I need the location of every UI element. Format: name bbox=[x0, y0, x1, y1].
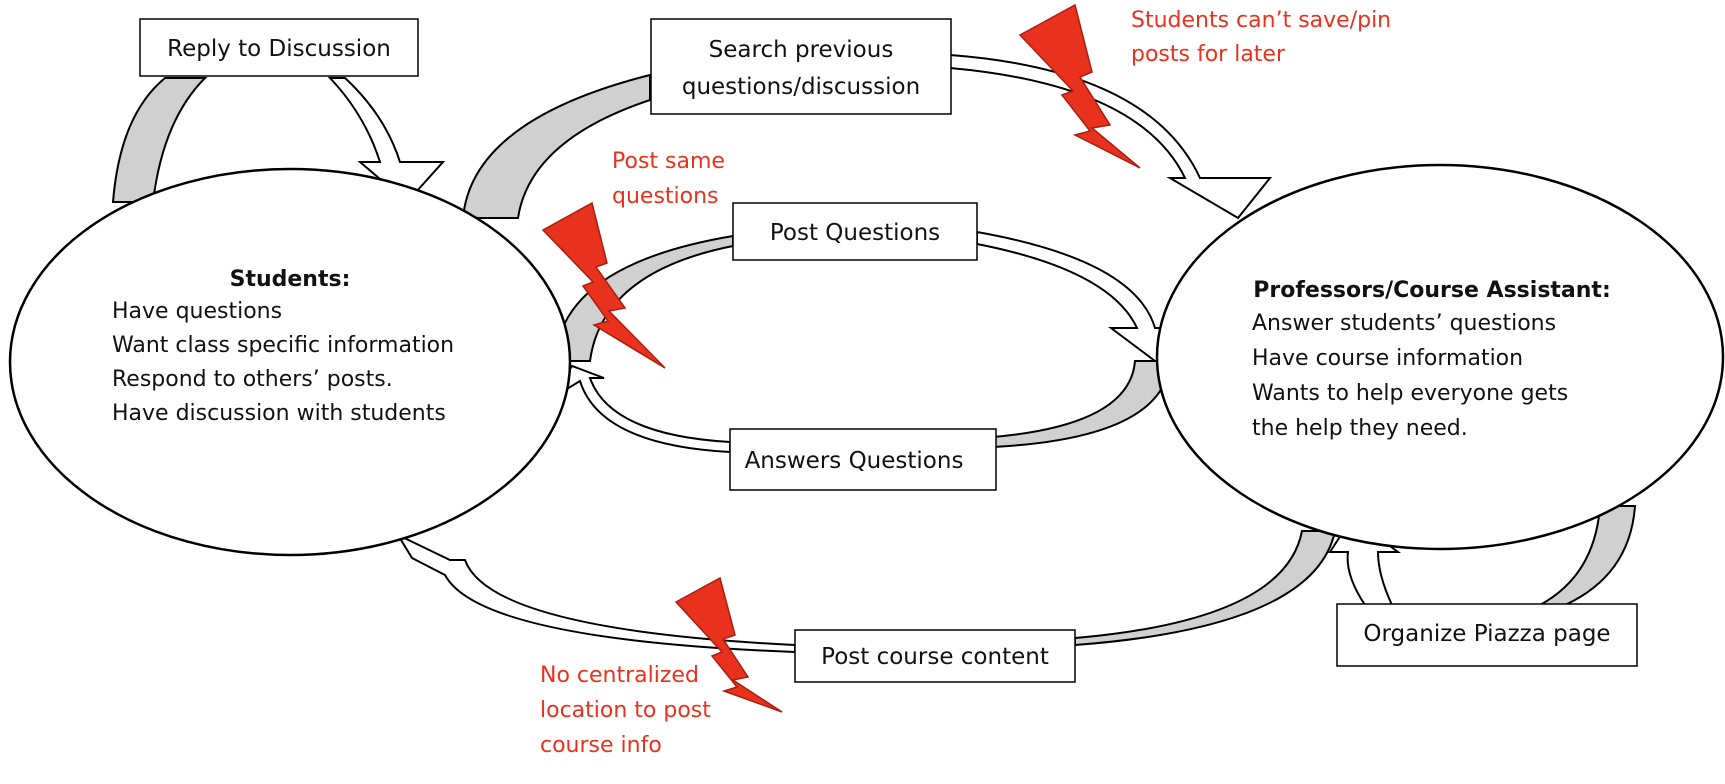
search-previous-label-line1: Search previous bbox=[709, 37, 894, 63]
search-head-arrow bbox=[949, 53, 1273, 220]
search-previous-box: Search previous questions/discussion bbox=[650, 18, 952, 115]
staff-item: Have course information bbox=[1252, 346, 1523, 371]
post-course-content-box: Post course content bbox=[794, 629, 1076, 683]
answers-questions-label: Answers Questions bbox=[745, 448, 964, 474]
pain-no-central-line2: location to post bbox=[540, 698, 711, 723]
staff-item: the help they need. bbox=[1252, 416, 1468, 441]
students-item: Want class specific information bbox=[112, 333, 454, 358]
post-questions-label: Post Questions bbox=[770, 220, 940, 246]
staff-item: Answer students’ questions bbox=[1252, 311, 1556, 336]
students-item: Respond to others’ posts. bbox=[112, 367, 393, 392]
pain-save-pin-line1: Students can’t save/pin bbox=[1131, 8, 1391, 33]
post-questions-head-arrow bbox=[976, 230, 1182, 366]
reply-discussion-box: Reply to Discussion bbox=[139, 18, 419, 77]
pain-no-central-line3: course info bbox=[540, 733, 662, 758]
students-title: Students: bbox=[230, 267, 351, 292]
lightning-bolt-icon bbox=[674, 576, 783, 713]
pain-no-central-line1: No centralized bbox=[540, 663, 699, 688]
search-previous-label-line2: questions/discussion bbox=[682, 74, 920, 100]
post-questions-box: Post Questions bbox=[732, 202, 978, 261]
search-tail-arrow bbox=[461, 73, 651, 219]
students-item: Have questions bbox=[112, 299, 282, 324]
organize-page-label: Organize Piazza page bbox=[1363, 621, 1610, 647]
lightning-bolt-icon bbox=[541, 201, 666, 369]
post-course-content-label: Post course content bbox=[821, 644, 1049, 670]
students-ellipse bbox=[8, 167, 572, 557]
course-content-tail-arrow bbox=[1074, 530, 1337, 647]
lightning-bolt-icon bbox=[1018, 3, 1141, 169]
answers-head-arrow bbox=[551, 364, 731, 454]
pain-same-questions-line1: Post same bbox=[612, 149, 725, 174]
staff-ellipse bbox=[1155, 163, 1725, 551]
course-content-head-arrow bbox=[395, 532, 796, 654]
reply-discussion-label: Reply to Discussion bbox=[167, 36, 391, 62]
answers-questions-box: Answers Questions bbox=[729, 428, 997, 491]
answers-tail-arrow bbox=[992, 360, 1172, 449]
pain-same-questions-line2: questions bbox=[612, 184, 719, 209]
staff-title: Professors/Course Assistant: bbox=[1253, 278, 1611, 303]
pain-save-pin-line2: posts for later bbox=[1131, 42, 1286, 67]
students-item: Have discussion with students bbox=[112, 401, 446, 426]
organize-page-box: Organize Piazza page bbox=[1336, 603, 1638, 667]
reply-loop-tail-arrow bbox=[111, 77, 208, 203]
staff-item: Wants to help everyone gets bbox=[1252, 381, 1568, 406]
